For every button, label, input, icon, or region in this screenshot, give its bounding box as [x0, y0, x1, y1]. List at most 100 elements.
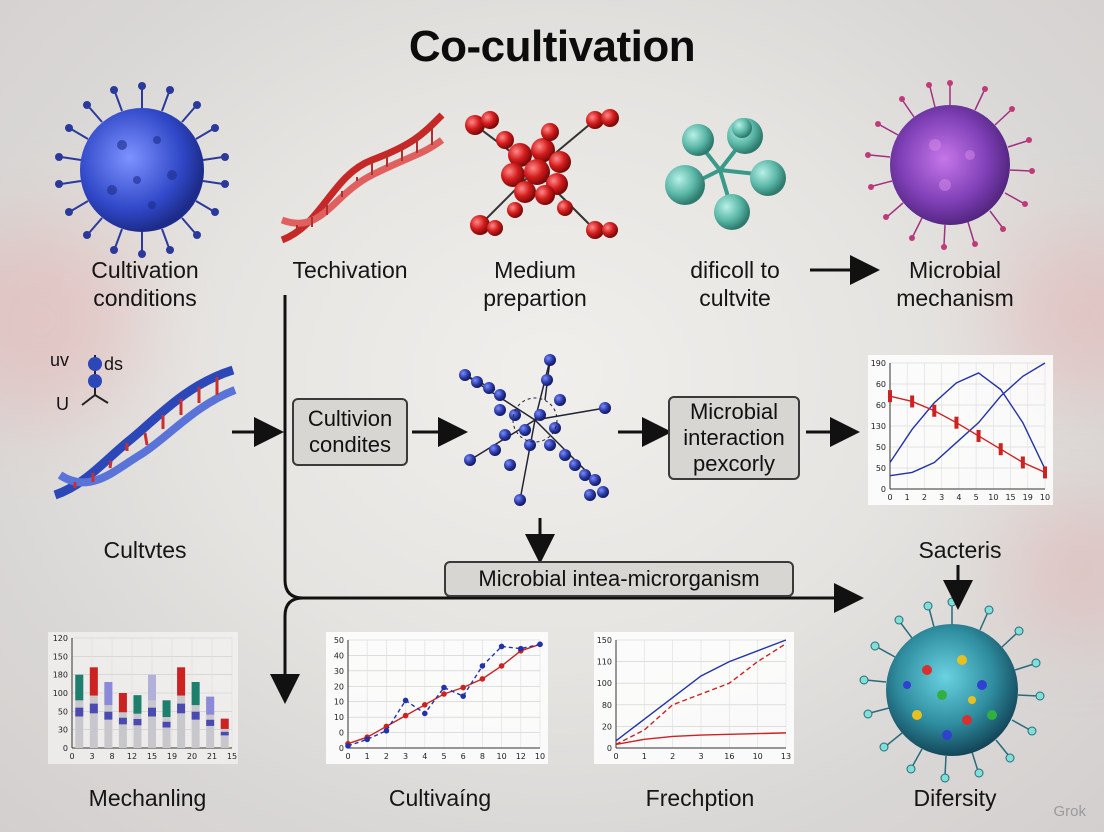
x-tick-label: 10	[988, 493, 998, 502]
series-line	[615, 732, 787, 746]
label-dificoll-to-cultvite: dificoll to cultvite	[660, 256, 810, 312]
x-tick-label: 3	[939, 493, 944, 502]
chart-background	[868, 355, 1053, 505]
bar-segment	[148, 707, 156, 717]
bar-segment	[75, 674, 84, 701]
x-tick-label: 19	[167, 752, 177, 761]
y-tick-label: 120	[53, 634, 68, 643]
label-cultvtes: Cultvtes	[103, 537, 187, 563]
bar-segment	[89, 703, 98, 714]
label-line: Cultivation	[91, 257, 199, 283]
x-tick-label: 15	[147, 752, 157, 761]
x-tick-label: 15	[227, 752, 237, 761]
box-cultivion-condites: Cultivion condites	[292, 398, 408, 466]
data-point	[460, 684, 466, 691]
teal-molecule-icon	[665, 118, 786, 230]
label-medium-prepartion: Medium prepartion	[455, 256, 615, 312]
y-tick-label: 50	[334, 636, 344, 645]
bar-segment	[206, 719, 215, 726]
series-line	[889, 362, 1046, 477]
series-line	[889, 372, 1046, 470]
page-title: Co-cultivation	[408, 22, 696, 71]
x-tick-label: 0	[887, 493, 892, 502]
data-point	[345, 743, 351, 749]
bar-segment	[118, 717, 127, 725]
data-marker	[910, 395, 915, 408]
series-line	[615, 639, 787, 742]
data-point	[460, 693, 466, 699]
x-tick-label: 2	[922, 493, 927, 502]
label-line: Microbial	[908, 257, 1002, 283]
box-microbial-intea-microrganism: Microbial intea-microrganism	[444, 561, 794, 597]
x-tick-label: 10	[1040, 493, 1050, 502]
y-tick-label: 180	[53, 671, 68, 680]
box-line: interaction	[683, 425, 785, 450]
data-point	[498, 663, 505, 669]
x-tick-label: 16	[724, 752, 734, 761]
x-tick-label: 1	[365, 752, 370, 761]
bar-segment	[162, 721, 171, 728]
bar-segment	[191, 711, 200, 720]
data-point	[402, 712, 409, 719]
box-line: condites	[309, 432, 391, 457]
dna-annotation-uv: uv	[50, 350, 70, 370]
y-tick-label: 0	[339, 729, 344, 738]
x-tick-label: 10	[497, 752, 507, 761]
y-tick-label: 150	[597, 636, 612, 645]
y-tick-label: 130	[871, 422, 886, 431]
x-tick-label: 3	[403, 752, 408, 761]
bar-segment	[191, 682, 200, 706]
y-tick-label: 0	[881, 485, 886, 494]
red-molecule-icon	[465, 109, 619, 239]
x-tick-label: 10	[535, 752, 545, 761]
x-tick-label: 10	[753, 752, 763, 761]
y-tick-label: 100	[597, 679, 612, 688]
blue-virus-icon	[55, 82, 229, 258]
x-tick-label: 19	[1023, 493, 1033, 502]
data-marker	[1043, 466, 1047, 479]
data-point	[441, 684, 447, 691]
data-point	[402, 697, 409, 704]
data-point	[364, 736, 370, 743]
bar-segment	[104, 711, 113, 720]
label-sacteris: Sacteris	[918, 537, 1002, 563]
y-tick-label: 80	[602, 701, 612, 710]
label-techivation: Techivation	[270, 256, 430, 284]
data-point	[383, 727, 390, 734]
series-line	[889, 395, 1046, 474]
label-cultivaing: Cultivaíng	[388, 785, 492, 811]
y-tick-label: 190	[871, 359, 886, 368]
x-tick-label: 1	[905, 493, 910, 502]
data-point	[498, 643, 505, 650]
label-line: conditions	[93, 285, 197, 311]
blue-dna-icon	[53, 365, 237, 500]
box-line: pexcorly	[693, 451, 775, 476]
y-tick-label: 60	[876, 380, 886, 389]
y-tick-label: 150	[53, 652, 68, 661]
box-line: Cultivion	[307, 406, 393, 431]
series-line	[615, 643, 787, 746]
y-tick-label: 10	[334, 713, 344, 722]
red-dna-icon	[280, 112, 445, 244]
data-marker	[1020, 456, 1025, 469]
bar-segment	[177, 667, 186, 696]
bar-segment	[75, 707, 84, 717]
navy-molecule-icon	[459, 354, 611, 506]
x-tick-label: 13	[781, 752, 791, 761]
x-tick-label: 5	[441, 752, 446, 761]
y-tick-label: 0	[607, 744, 612, 753]
label-difersity: Difersity	[913, 785, 997, 811]
bar-segment	[220, 718, 229, 729]
label-cultivation-conditions: Cultivation conditions	[60, 256, 230, 312]
x-tick-label: 15	[1005, 493, 1015, 502]
bar-segment	[89, 667, 98, 696]
box-line: Microbial	[689, 399, 778, 424]
y-tick-label: 40	[334, 651, 344, 660]
y-tick-label: 110	[597, 658, 612, 667]
uv-structure-icon	[81, 355, 109, 406]
y-tick-label: 0	[339, 744, 344, 753]
x-tick-label: 20	[187, 752, 197, 761]
